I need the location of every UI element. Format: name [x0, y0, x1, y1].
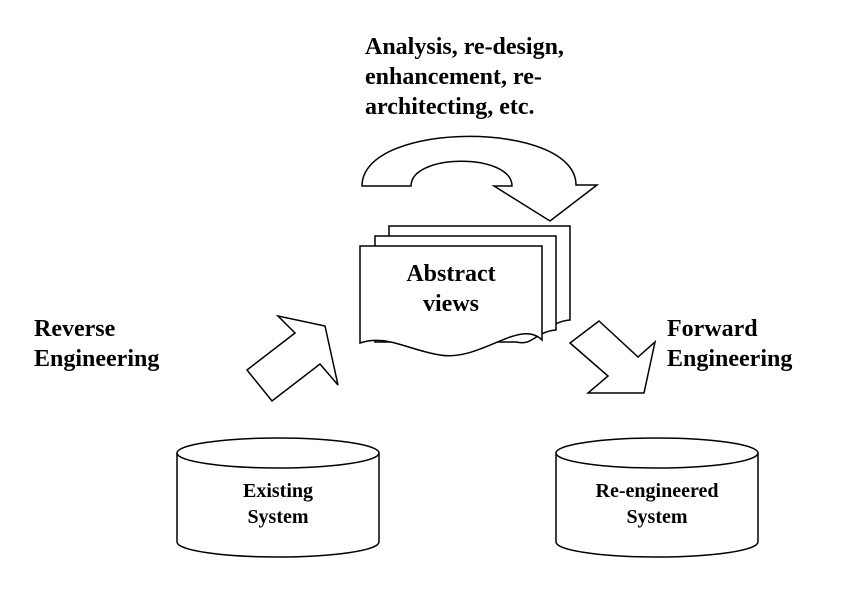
existing-system-cylinder — [176, 437, 380, 558]
abstract-views-line-2: views — [423, 291, 479, 317]
abstract-views-stack — [359, 225, 571, 357]
reverse-engineering-line-2: Engineering — [34, 346, 160, 372]
forward-engineering-arrow — [568, 320, 657, 394]
forward-engineering-label: Forward Engineering — [667, 314, 792, 374]
forward-engineering-line-2: Engineering — [667, 346, 793, 372]
reengineered-system-line-2: System — [626, 506, 688, 528]
curved-arrow — [361, 135, 600, 222]
reengineered-system-cylinder — [555, 437, 759, 558]
existing-system-label: Existing System — [178, 478, 378, 530]
document-front — [359, 245, 543, 357]
existing-system-line-1: Existing — [242, 480, 314, 502]
abstract-views-label: Abstract views — [380, 259, 522, 319]
analysis-label-line-3: architecting, etc. — [365, 94, 535, 120]
analysis-label-line-1: Analysis, re-design, — [365, 34, 564, 60]
forward-engineering-line-1: Forward — [667, 316, 758, 342]
reengineered-system-label: Re-engineered System — [557, 478, 757, 530]
reverse-engineering-line-1: Reverse — [34, 316, 116, 342]
abstract-views-line-1: Abstract — [406, 261, 496, 287]
reverse-engineering-arrow — [245, 314, 339, 403]
analysis-label-line-2: enhancement, re- — [365, 64, 542, 90]
analysis-label: Analysis, re-design, enhancement, re- ar… — [365, 32, 564, 122]
existing-system-line-2: System — [247, 506, 309, 528]
reverse-engineering-label: Reverse Engineering — [34, 314, 159, 374]
reengineered-system-line-1: Re-engineered — [595, 480, 719, 502]
